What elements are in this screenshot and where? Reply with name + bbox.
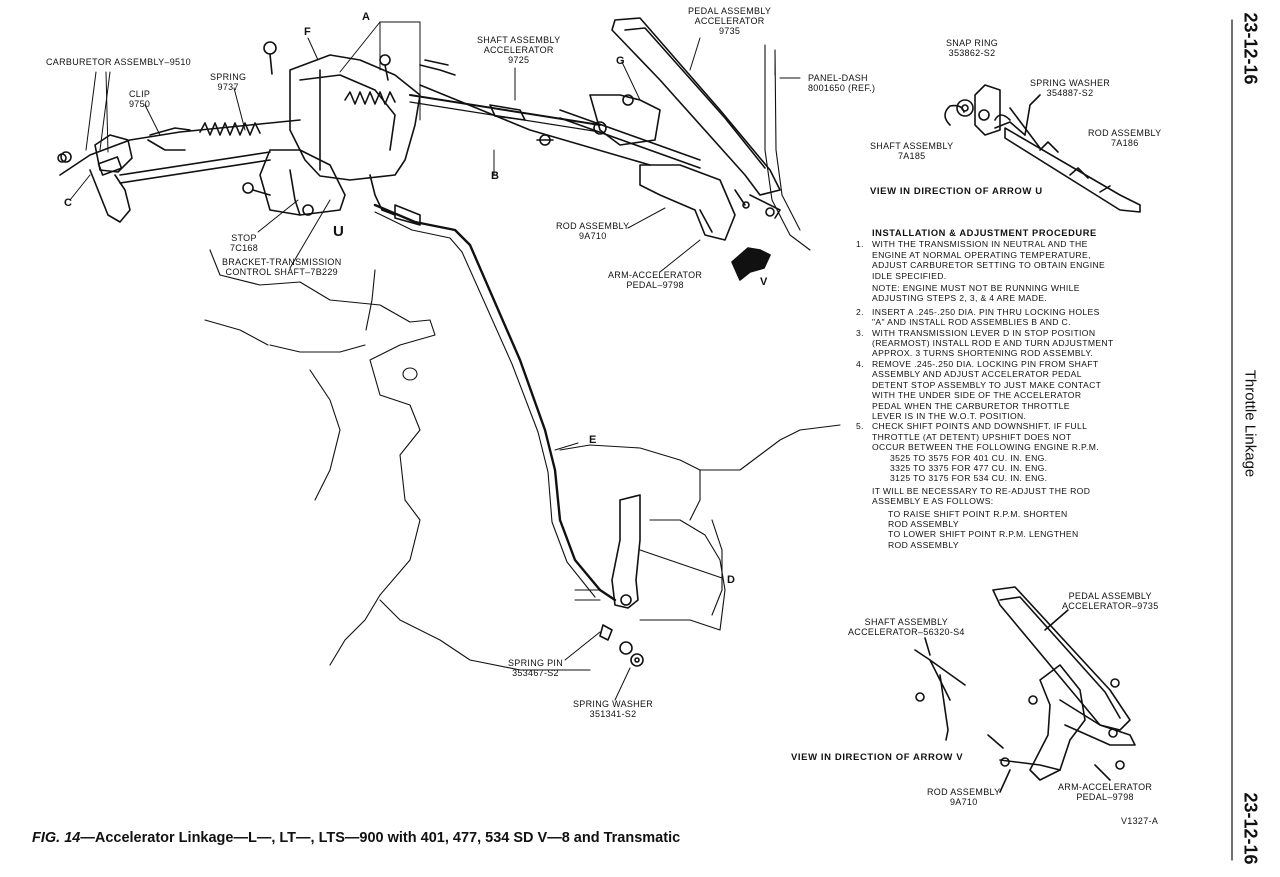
letter-f: F (304, 26, 311, 38)
procedure-step-3: 3. WITH TRANSMISSION LEVER D IN STOP POSI… (856, 328, 1156, 359)
step-text: CHECK SHIFT POINTS AND DOWNSHIFT. IF FUL… (872, 421, 1099, 453)
figure-number: FIG. 14 (32, 830, 81, 846)
label-spring-washer-main: SPRING WASHER 351341-S2 (573, 699, 654, 719)
procedure-heading: INSTALLATION & ADJUSTMENT PROCEDURE (872, 228, 1097, 238)
label-bracket-transmission: BRACKET-TRANSMISSION CONTROL SHAFT–7B229 (222, 257, 342, 277)
letter-e: E (589, 434, 597, 446)
figure-caption-text: —Accelerator Linkage—L—, LT—, LTS—900 wi… (80, 830, 681, 846)
label-snap-ring: SNAP RING 353862-S2 (946, 38, 999, 58)
label-rod-assembly-main: ROD ASSEMBLY 9A710 (556, 221, 630, 241)
label-shaft-assembly-v: SHAFT ASSEMBLY ACCELERATOR–56320-S4 (848, 617, 965, 637)
step-number: 2. (856, 306, 864, 317)
label-carburetor-assembly: CARBURETOR ASSEMBLY–9510 (46, 57, 191, 67)
transmission-lever-d (611, 494, 641, 609)
label-panel-dash: PANEL-DASH 8001650 (REF.) (808, 73, 876, 93)
arrow-v (731, 247, 771, 281)
label-arm-accelerator-main: ARM-ACCELERATOR PEDAL–9798 (608, 270, 703, 290)
view-v-detail (914, 586, 1136, 793)
step-number: 3. (856, 327, 864, 338)
label-pedal-assembly-v: PEDAL ASSEMBLY ACCELERATOR–9735 (1062, 591, 1159, 611)
procedure-rpm-table: 3525 TO 3575 FOR 401 CU. IN. ENG. 3325 T… (890, 452, 1048, 484)
label-stop: STOP 7C168 (230, 233, 259, 253)
label-spring: SPRING 9737 (210, 72, 247, 92)
figure-caption: FIG. 14—Accelerator Linkage—L—, LT—, LTS… (32, 830, 680, 846)
step-number: 5. (856, 421, 864, 432)
step-text: WITH THE TRANSMISSION IN NEUTRAL AND THE… (872, 239, 1106, 281)
letter-b: B (491, 170, 499, 182)
leader-lines (69, 21, 801, 701)
label-spring-pin: SPRING PIN 353467-S2 (508, 658, 564, 678)
step-number: 1. (856, 239, 864, 250)
label-shaft-assembly-accelerator: SHAFT ASSEMBLY ACCELERATOR 9725 (477, 35, 561, 65)
letter-c: C (64, 197, 72, 209)
letter-d: D (727, 574, 735, 586)
label-rod-assembly-u: ROD ASSEMBLY 7A186 (1088, 128, 1162, 148)
heading-view-arrow-u: VIEW IN DIRECTION OF ARROW U (870, 186, 1043, 197)
step-text: INSERT A .245-.250 DIA. PIN THRU LOCKING… (872, 306, 1100, 328)
figure-code: V1327-A (1121, 816, 1159, 826)
step-text: REMOVE .245-.250 DIA. LOCKING PIN FROM S… (872, 358, 1102, 421)
procedure-note: NOTE: ENGINE MUST NOT BE RUNNING WHILE A… (872, 283, 1080, 304)
letter-g: G (616, 55, 625, 67)
rod-b (409, 94, 601, 126)
label-clip: CLIP 9750 (129, 89, 151, 109)
label-shaft-assembly-u: SHAFT ASSEMBLY 7A185 (870, 141, 954, 161)
procedure-raise-lower: TO RAISE SHIFT POINT R.P.M. SHORTEN ROD … (888, 508, 1079, 550)
installation-procedure: INSTALLATION & ADJUSTMENT PROCEDURE 1. WI… (856, 228, 1156, 550)
label-pedal-assembly-accelerator: PEDAL ASSEMBLY ACCELERATOR 9735 (688, 6, 772, 36)
heading-view-arrow-v: VIEW IN DIRECTION OF ARROW V (791, 752, 964, 763)
letter-v: V (760, 276, 768, 288)
step-text: WITH TRANSMISSION LEVER D IN STOP POSITI… (872, 327, 1114, 359)
procedure-step-5: 5. CHECK SHIFT POINTS AND DOWNSHIFT. IF F… (856, 421, 1156, 452)
pedal-assembly-upper (559, 17, 781, 241)
procedure-readjust: IT WILL BE NECESSARY TO RE-ADJUST THE RO… (872, 485, 1091, 507)
section-title: Throttle Linkage (1241, 369, 1259, 478)
engine-outline (204, 44, 841, 671)
procedure-step-2: 2. INSERT A .245-.250 DIA. PIN THRU LOCKI… (856, 307, 1156, 328)
carburetor-linkage (57, 41, 554, 223)
label-arm-accelerator-v: ARM-ACCELERATOR PEDAL–9798 (1058, 782, 1153, 802)
letter-a: A (362, 11, 370, 23)
page-number-bottom: 23-12-16 (1240, 792, 1261, 865)
procedure-step-1: 1. WITH THE TRANSMISSION IN NEUTRAL AND T… (856, 239, 1156, 281)
step-number: 4. (856, 358, 864, 369)
label-rod-assembly-v: ROD ASSEMBLY 9A710 (927, 787, 1001, 807)
page-number-top: 23-12-16 (1240, 12, 1261, 85)
letter-u: U (333, 223, 344, 240)
view-u-detail (944, 84, 1141, 213)
label-spring-washer-u: SPRING WASHER 354887-S2 (1030, 78, 1111, 98)
rod-e (373, 203, 617, 602)
procedure-step-4: 4. REMOVE .245-.250 DIA. LOCKING PIN FROM… (856, 359, 1156, 421)
